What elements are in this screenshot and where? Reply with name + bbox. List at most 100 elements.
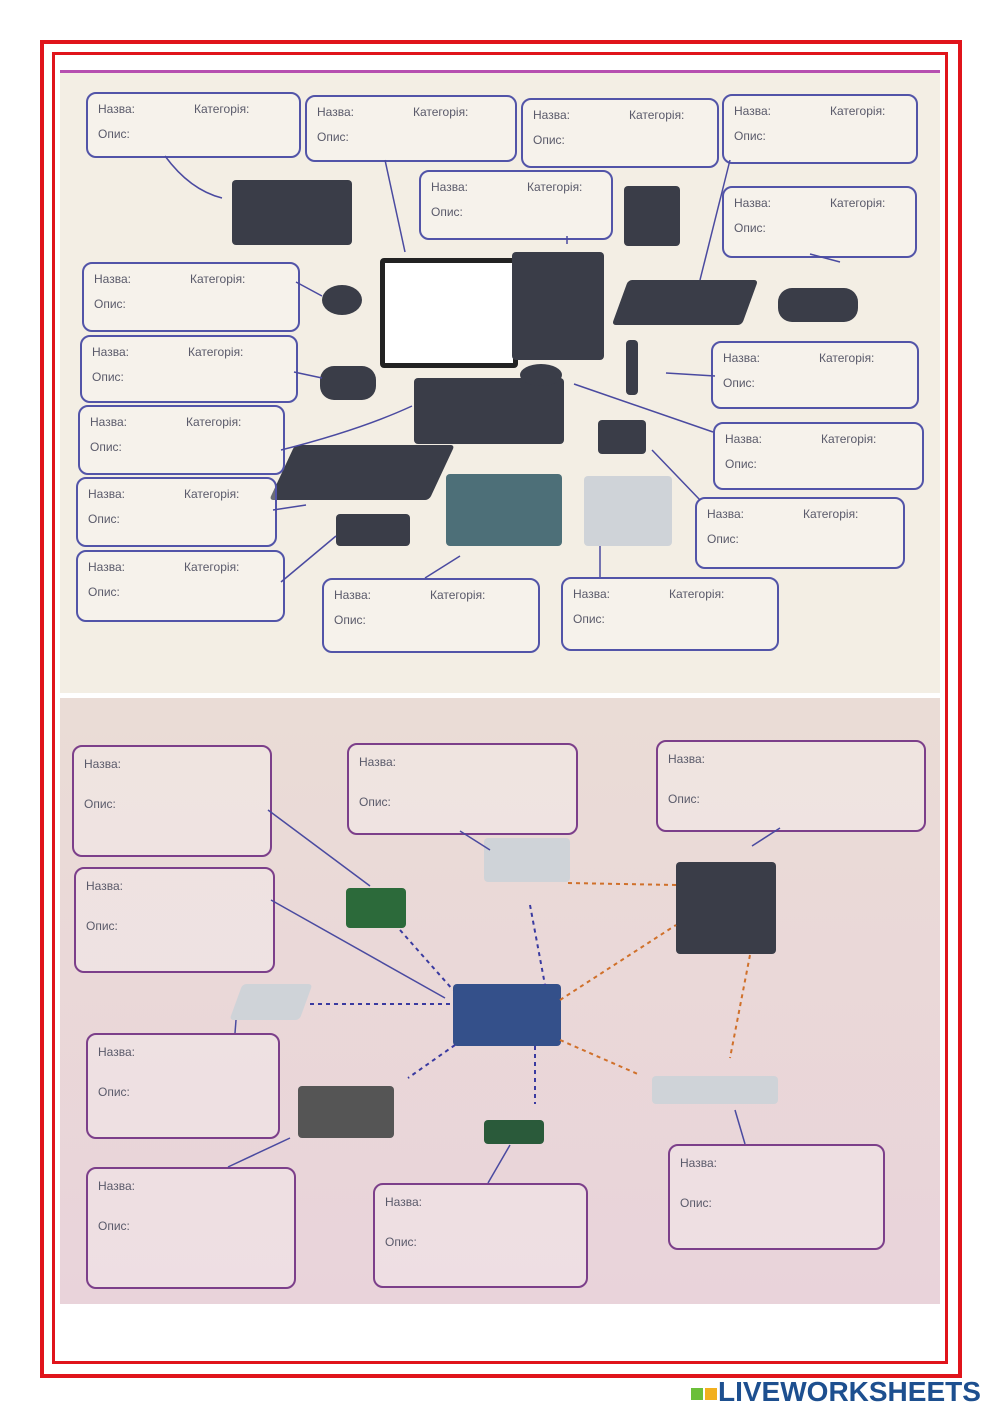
- monitor-image: [380, 258, 518, 368]
- name-label: Назва:: [385, 1195, 422, 1209]
- description-label: Опис:: [533, 133, 565, 147]
- description-label: Опис:: [723, 376, 755, 390]
- cpu-socket-image: [298, 1086, 394, 1138]
- ups-image: [624, 186, 680, 246]
- label-box-dvd-drive[interactable]: Назва: Опис:: [668, 1144, 885, 1250]
- category-label: Категорія:: [188, 345, 244, 359]
- label-box-keyboard[interactable]: Назва: Категорія: Опис:: [78, 405, 285, 475]
- description-label: Опис:: [385, 1235, 417, 1249]
- label-box-webcam[interactable]: Назва: Категорія: Опис:: [82, 262, 300, 332]
- category-label: Категорія:: [629, 108, 685, 122]
- description-label: Опис:: [98, 1085, 130, 1099]
- logo-blocks-icon: [690, 1376, 718, 1407]
- category-label: Категорія:: [413, 105, 469, 119]
- projector-image: [778, 288, 858, 322]
- description-label: Опис:: [98, 127, 130, 141]
- label-box-system-unit[interactable]: Назва:Категорія:Опис:: [419, 170, 613, 240]
- name-label: Назва:: [86, 879, 123, 893]
- name-label: Назва:: [734, 196, 771, 210]
- description-label: Опис:: [680, 1196, 712, 1210]
- name-label: Назва:: [734, 104, 771, 118]
- description-label: Опис:: [334, 613, 366, 627]
- description-label: Опис:: [90, 440, 122, 454]
- description-label: Опис:: [573, 612, 605, 626]
- name-label: Назва:: [723, 351, 760, 365]
- label-box-ram[interactable]: Назва: Опис:: [373, 1183, 588, 1288]
- mouse-image: [520, 364, 562, 386]
- label-box-monitor[interactable]: Назва: Категорія: Опис:: [305, 95, 517, 162]
- label-box-printer[interactable]: Назва: Категорія: Опис:: [86, 92, 301, 158]
- hard-drive-image: [584, 476, 672, 546]
- label-box-gamepad[interactable]: Назва: Категорія: Опис:: [80, 335, 298, 403]
- description-label: Опис:: [431, 205, 463, 219]
- label-box-cpu-socket[interactable]: Назва:Опис:: [86, 1167, 296, 1289]
- description-label: Опис:: [317, 130, 349, 144]
- category-label: Категорія:: [184, 487, 240, 501]
- hdd-image: [484, 838, 570, 882]
- name-label: Назва:: [92, 345, 129, 359]
- label-box-optical-drive[interactable]: Назва:Категорія:Опис:: [322, 578, 540, 653]
- description-label: Опис:: [94, 297, 126, 311]
- label-box-mouse[interactable]: Назва:Категорія:Опис:: [713, 422, 924, 490]
- name-label: Назва:: [90, 415, 127, 429]
- system-unit-image: [512, 252, 604, 360]
- name-label: Назва:: [359, 755, 396, 769]
- name-label: Назва:: [680, 1156, 717, 1170]
- name-label: Назва:: [317, 105, 354, 119]
- inner-border: [52, 52, 948, 1364]
- category-label: Категорія:: [669, 587, 725, 601]
- category-label: Категорія:: [194, 102, 250, 116]
- dvd-drive-image: [652, 1076, 778, 1104]
- label-box-ups[interactable]: Назва:Категорія:Опис:: [521, 98, 719, 168]
- description-label: Опис:: [84, 797, 116, 811]
- case-image: [676, 862, 776, 954]
- label-box-camera[interactable]: Назва:Категорія:Опис:: [695, 497, 905, 569]
- name-label: Назва:: [88, 560, 125, 574]
- description-label: Опис:: [668, 792, 700, 806]
- name-label: Назва:: [84, 757, 121, 771]
- name-label: Назва:: [94, 272, 131, 286]
- category-label: Категорія:: [186, 415, 242, 429]
- label-box-hdd[interactable]: Назва: Опис:: [347, 743, 578, 835]
- name-label: Назва:: [725, 432, 762, 446]
- video-card-image: [346, 888, 406, 928]
- name-label: Назва:: [573, 587, 610, 601]
- category-label: Категорія:: [819, 351, 875, 365]
- description-label: Опис:: [92, 370, 124, 384]
- description-label: Опис:: [86, 919, 118, 933]
- label-box-router[interactable]: Назва:Категорія:Опис:: [76, 550, 285, 622]
- category-label: Категорія:: [190, 272, 246, 286]
- name-label: Назва:: [334, 588, 371, 602]
- label-box-video-card[interactable]: Назва: Опис:: [72, 745, 272, 857]
- logo-text: LIVEWORKSHEETS: [718, 1376, 981, 1407]
- webcam-image: [322, 285, 362, 315]
- label-box-projector[interactable]: Назва:Категорія:Опис:: [722, 186, 917, 258]
- liveworksheets-logo: LIVEWORKSHEETS: [690, 1376, 981, 1408]
- name-label: Назва:: [668, 752, 705, 766]
- category-label: Категорія:: [803, 507, 859, 521]
- label-box-cpu[interactable]: Назва: Опис:: [86, 1033, 280, 1139]
- category-label: Категорія:: [184, 560, 240, 574]
- label-box-case[interactable]: Назва: Опис:: [656, 740, 926, 832]
- category-label: Категорія:: [830, 104, 886, 118]
- label-box-motherboard[interactable]: Назва: Опис:: [74, 867, 275, 973]
- category-label: Категорія:: [821, 432, 877, 446]
- name-label: Назва:: [98, 1045, 135, 1059]
- microphone-image: [626, 340, 638, 395]
- label-box-hard-drive[interactable]: Назва: Категорія: Опис:: [561, 577, 779, 651]
- name-label: Назва:: [707, 507, 744, 521]
- ram-image: [484, 1120, 544, 1144]
- printer-image: [232, 180, 352, 245]
- description-label: Опис:: [734, 129, 766, 143]
- label-box-scanner[interactable]: Назва: Категорія: Опис:: [722, 94, 918, 164]
- description-label: Опис:: [359, 795, 391, 809]
- name-label: Назва:: [98, 102, 135, 116]
- label-box-graphics-tablet[interactable]: Назва:Категорія:Опис:: [76, 477, 277, 547]
- category-label: Категорія:: [830, 196, 886, 210]
- gamepad-image: [320, 366, 376, 400]
- optical-drive-image: [446, 474, 562, 546]
- label-box-microphone[interactable]: Назва: Категорія: Опис:: [711, 341, 919, 409]
- category-label: Категорія:: [527, 180, 583, 194]
- motherboard-image: [453, 984, 561, 1046]
